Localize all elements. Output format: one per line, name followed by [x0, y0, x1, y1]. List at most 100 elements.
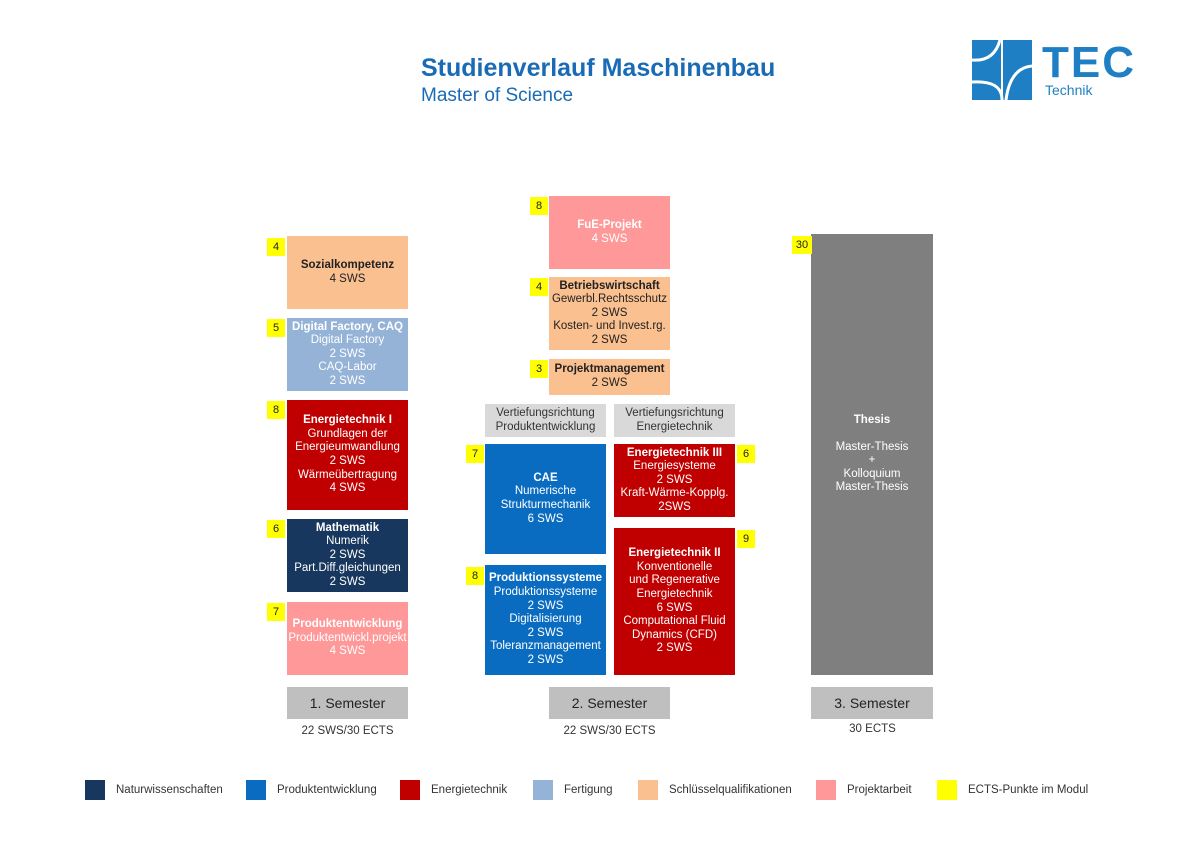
- semester-2-label: 2. Semester: [549, 687, 670, 719]
- legend-label: Energietechnik: [431, 784, 508, 796]
- module-title: FuE-Projekt: [577, 218, 642, 231]
- module-line: Part.Diff.gleichungen: [294, 562, 401, 575]
- ects-badge: 8: [267, 401, 285, 419]
- legend-swatch-projektarbeit: [816, 780, 836, 800]
- module-title: Produktentwicklung: [292, 618, 403, 631]
- legend-label: ECTS-Punkte im Modul: [968, 784, 1089, 796]
- semester-1-label: 1. Semester: [287, 687, 408, 719]
- ects-badge: 30: [792, 236, 812, 254]
- legend-swatch-energietechnik: [400, 780, 420, 800]
- module-line: Wärmeübertragung: [297, 468, 398, 481]
- legend-label: Produktentwicklung: [277, 784, 377, 796]
- module-line: Kosten- und Invest.rg.: [553, 320, 666, 333]
- ects-badge: 8: [466, 567, 484, 585]
- module-line: +: [868, 454, 876, 467]
- module-line: Produktionssysteme: [493, 586, 598, 599]
- track-produktentwicklung: Vertiefungsrichtung Produktentwicklung: [485, 404, 606, 437]
- module-title: Mathematik: [315, 521, 380, 534]
- module-betriebswirtschaft: Betriebswirtschaft Gewerbl.Rechtsschutz …: [549, 277, 670, 350]
- legend-label: Fertigung: [564, 784, 613, 796]
- module-produktionssysteme: Produktionssysteme Produktionssysteme 2 …: [485, 565, 606, 675]
- module-title: Sozialkompetenz: [300, 258, 395, 271]
- page-subtitle: Master of Science: [421, 85, 574, 106]
- module-line: 4 SWS: [329, 482, 366, 495]
- module-line: Energietechnik: [636, 587, 713, 600]
- module-line: 2 SWS: [591, 306, 628, 319]
- module-line: Computational Fluid: [623, 615, 726, 628]
- module-line: Strukturmechanik: [500, 499, 591, 511]
- module-energietechnik-1: Energietechnik I Grundlagen der Energieu…: [287, 400, 408, 510]
- module-sozialkompetenz: Sozialkompetenz 4 SWS: [287, 236, 408, 309]
- module-line: Grundlagen der: [307, 427, 388, 440]
- track-line: Produktentwicklung: [495, 420, 596, 433]
- ects-badge: 7: [267, 603, 285, 621]
- module-title: Energietechnik I: [303, 414, 392, 427]
- legend-label: Naturwissenschaften: [116, 784, 223, 796]
- legend-swatch-schluesselqualifikationen: [638, 780, 658, 800]
- legend-swatch-ects: [937, 780, 957, 800]
- module-line: Gewerbl.Rechtsschutz: [551, 293, 668, 306]
- track-line: Vertiefungsrichtung: [496, 406, 595, 419]
- module-line: Digital Factory: [310, 334, 385, 347]
- ects-badge: 7: [466, 445, 484, 463]
- module-line: 2 SWS: [527, 599, 564, 612]
- module-line: Digitalisierung: [509, 613, 582, 626]
- module-line: Master-Thesis: [835, 481, 909, 494]
- module-line: Master-Thesis: [835, 440, 909, 453]
- legend-label: Projektarbeit: [847, 784, 912, 796]
- module-line: CAQ-Labor: [318, 361, 377, 374]
- track-line: Vertiefungsrichtung: [625, 406, 724, 419]
- module-line: 2 SWS: [656, 642, 693, 655]
- semester-3-label: 3. Semester: [811, 687, 933, 719]
- module-cae: CAE Numerische Strukturmechanik 6 SWS: [485, 444, 606, 554]
- module-line: Kolloquium: [843, 467, 901, 480]
- tec-logo-icon: [971, 39, 1033, 101]
- page-title: Studienverlauf Maschinenbau: [421, 54, 776, 82]
- module-thesis: Thesis Master-Thesis + Kolloquium Master…: [811, 234, 933, 675]
- ects-badge: 4: [267, 238, 285, 256]
- module-digital-factory: Digital Factory, CAQ Digital Factory 2 S…: [287, 318, 408, 391]
- module-line: und Regenerative: [629, 574, 720, 587]
- semester-3-summary: 30 ECTS: [849, 723, 896, 735]
- module-line: 2 SWS: [329, 374, 366, 387]
- module-mathematik: Mathematik Numerik 2 SWS Part.Diff.gleic…: [287, 519, 408, 592]
- ects-badge: 5: [267, 319, 285, 337]
- module-line: 2 SWS: [329, 347, 366, 360]
- track-energietechnik: Vertiefungsrichtung Energietechnik: [614, 404, 735, 437]
- module-line: 2 SWS: [329, 575, 366, 588]
- module-line: Energieumwandlung: [295, 441, 400, 454]
- module-line: 2 SWS: [329, 548, 366, 561]
- legend-swatch-fertigung: [533, 780, 553, 800]
- module-title: Energietechnik III: [626, 446, 723, 459]
- logo-subtext: Technik: [1045, 82, 1093, 98]
- logo-text: TEC: [1042, 38, 1136, 87]
- semester-2-summary: 22 SWS/30 ECTS: [563, 725, 656, 737]
- module-title: Thesis: [853, 414, 891, 426]
- module-title: Digital Factory, CAQ: [292, 320, 403, 333]
- ects-badge: 6: [267, 520, 285, 538]
- legend-label: Schlüsselqualifikationen: [669, 784, 792, 796]
- module-energietechnik-3: Energietechnik III Energiesysteme 2 SWS …: [614, 444, 735, 517]
- module-title: CAE: [533, 471, 558, 484]
- module-line: Produktentwickl.projekt: [288, 631, 407, 644]
- ects-badge: 8: [530, 197, 548, 215]
- module-line: 2SWS: [658, 500, 691, 513]
- legend-swatch-produktentwicklung: [246, 780, 266, 800]
- module-line: Numerik: [326, 535, 369, 548]
- legend-swatch-naturwissenschaften: [85, 780, 105, 800]
- module-line: Kraft-Wärme-Kopplg.: [620, 487, 729, 500]
- ects-badge: 3: [530, 360, 548, 378]
- module-title: Projektmanagement: [554, 363, 665, 376]
- module-line: Energiesysteme: [633, 460, 716, 473]
- module-line: 2 SWS: [527, 653, 564, 666]
- module-line: Konventionelle: [636, 560, 713, 573]
- module-projektmanagement: Projektmanagement 2 SWS: [549, 359, 670, 395]
- module-line: 6 SWS: [527, 512, 564, 525]
- module-line: Toleranzmanagement: [490, 640, 601, 653]
- module-produktentwicklung: Produktentwicklung Produktentwickl.proje…: [287, 602, 408, 675]
- track-line: Energietechnik: [636, 420, 713, 433]
- ects-badge: 6: [737, 445, 755, 463]
- module-line: 4 SWS: [591, 232, 628, 245]
- module-title: Energietechnik II: [628, 547, 721, 560]
- module-energietechnik-2: Energietechnik II Konventionelle und Reg…: [614, 528, 735, 675]
